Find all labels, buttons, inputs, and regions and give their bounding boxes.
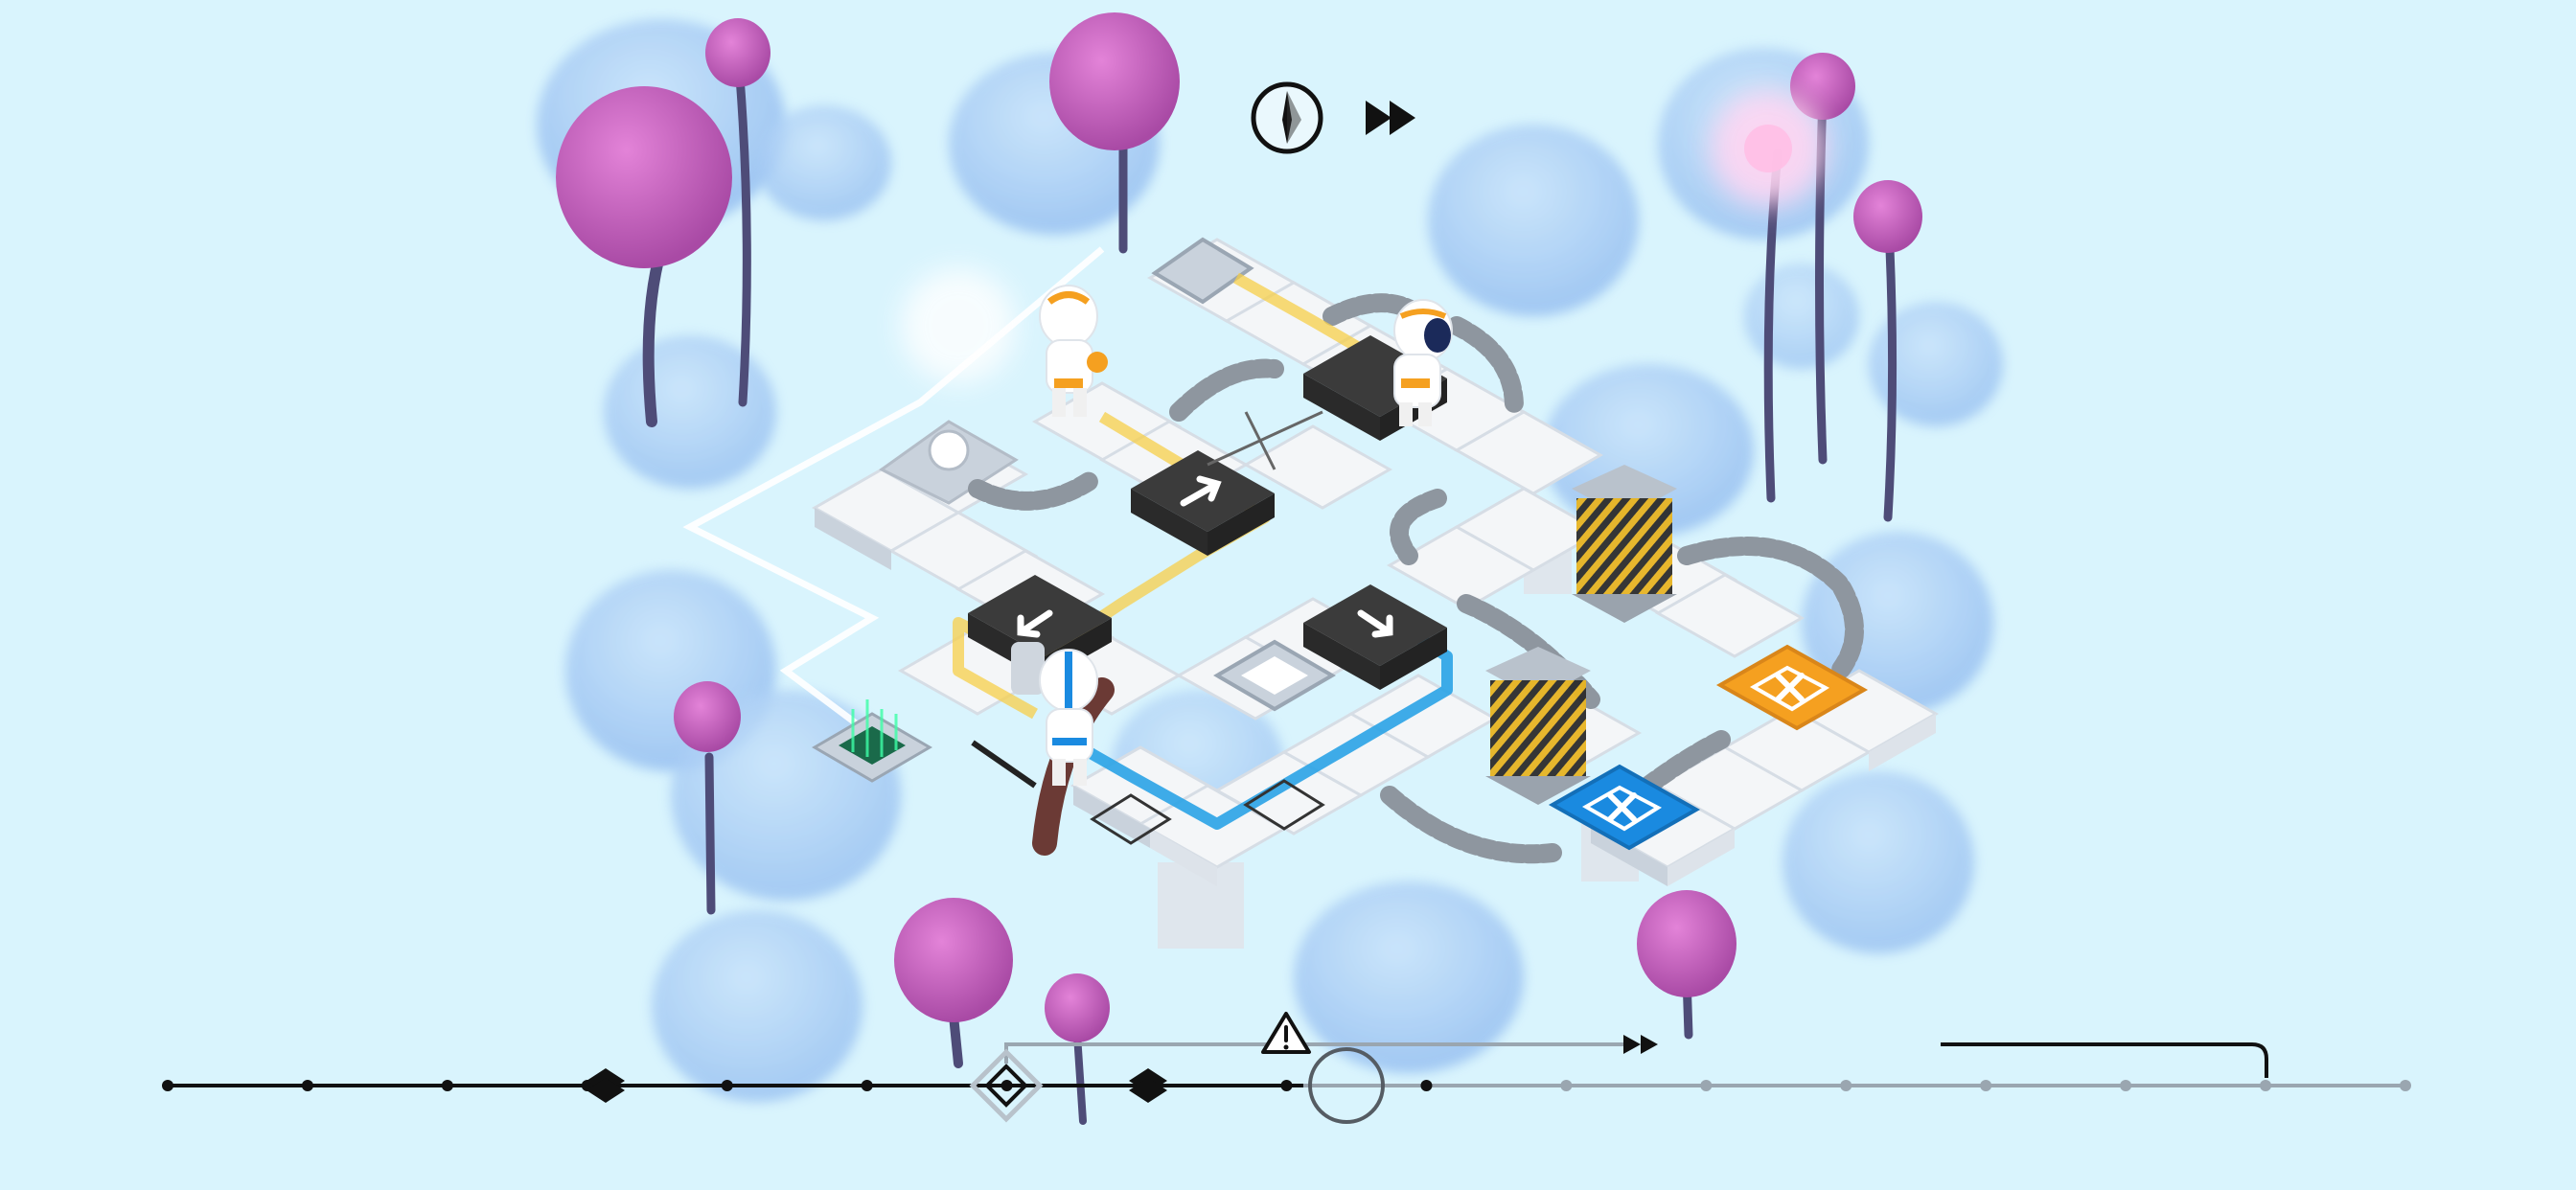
lever-rod bbox=[971, 740, 1037, 789]
warning-marker[interactable] bbox=[1261, 1012, 1311, 1054]
orange-exit-pad[interactable] bbox=[1715, 644, 1869, 731]
timeline-step[interactable] bbox=[162, 1080, 173, 1091]
timeline-step[interactable] bbox=[1280, 1080, 1293, 1091]
fast-forward-button[interactable] bbox=[1366, 101, 1415, 135]
pink-bulb bbox=[1045, 973, 1110, 1042]
timeline-step[interactable] bbox=[721, 1080, 733, 1091]
floor-tile[interactable] bbox=[1242, 424, 1393, 510]
pink-bulb bbox=[1853, 180, 1922, 253]
tile-side bbox=[1668, 829, 1735, 886]
pink-bulb bbox=[1049, 12, 1180, 150]
fast-forward-icon bbox=[1366, 101, 1415, 135]
tile-side bbox=[1073, 786, 1150, 848]
checkpoint-marker[interactable] bbox=[586, 1068, 625, 1103]
bush bbox=[1744, 263, 1859, 369]
astronaut-orange[interactable] bbox=[1039, 285, 1108, 417]
conveyor-tube bbox=[1380, 786, 1562, 864]
timeline-step[interactable] bbox=[861, 1080, 873, 1091]
teleporter[interactable] bbox=[682, 246, 1105, 783]
tile-side bbox=[815, 508, 891, 570]
x-icon bbox=[1607, 792, 1637, 822]
conveyor-tube bbox=[1447, 316, 1524, 417]
blue-exit-pad[interactable] bbox=[1548, 764, 1701, 851]
timeline-step[interactable] bbox=[1560, 1080, 1573, 1091]
arrow-down-icon bbox=[1357, 609, 1393, 638]
pink-bulb bbox=[1790, 53, 1855, 120]
x-icon bbox=[1775, 673, 1805, 702]
light-glow bbox=[901, 268, 1016, 383]
timeline-step[interactable] bbox=[2400, 1080, 2411, 1091]
checkpoint-diamond[interactable] bbox=[969, 1048, 1044, 1123]
timeline-step[interactable] bbox=[441, 1080, 453, 1091]
bush bbox=[1869, 302, 2003, 426]
tree-stem bbox=[949, 1011, 963, 1068]
tree-stem bbox=[704, 752, 716, 915]
hazard-cage bbox=[1572, 465, 1677, 623]
arrow-up-icon bbox=[1180, 475, 1222, 507]
checkpoint-marker[interactable] bbox=[1129, 1068, 1167, 1103]
bush bbox=[1428, 125, 1639, 316]
goal-tile[interactable] bbox=[1151, 237, 1254, 305]
arrow-block-down[interactable] bbox=[1303, 584, 1447, 690]
pink-bulb bbox=[1637, 890, 1736, 997]
floor-tile[interactable] bbox=[1453, 410, 1604, 495]
target-marker bbox=[1090, 793, 1172, 845]
hazard-cage bbox=[1485, 647, 1591, 805]
pink-bulb bbox=[674, 681, 741, 752]
timeline-bar bbox=[162, 1012, 2411, 1124]
dandelion-seed-head bbox=[1744, 125, 1792, 172]
tree-stem bbox=[1073, 1031, 1087, 1125]
floor-tile[interactable] bbox=[1386, 525, 1537, 610]
timeline-step[interactable] bbox=[1700, 1080, 1713, 1091]
tile-side bbox=[1150, 829, 1217, 886]
floor-tile[interactable] bbox=[1654, 573, 1806, 658]
tree-stem bbox=[735, 72, 751, 407]
tile-side bbox=[1869, 714, 1936, 771]
bush bbox=[652, 910, 862, 1102]
tree-stem bbox=[1883, 244, 1898, 522]
pink-bulb bbox=[556, 86, 732, 268]
rewind-branch-active bbox=[1941, 1042, 2268, 1078]
time-control-button[interactable] bbox=[1251, 81, 1323, 154]
conveyor-tube bbox=[1639, 728, 1735, 795]
pressure-plate-top bbox=[1241, 656, 1308, 695]
conveyor-tube bbox=[968, 469, 1102, 511]
astronaut-blue[interactable] bbox=[1011, 642, 1098, 786]
pink-bulb-trees bbox=[556, 12, 1922, 1125]
pink-bulb bbox=[705, 18, 770, 87]
target-marker bbox=[1243, 779, 1325, 831]
arrow-left-icon bbox=[1017, 609, 1053, 638]
conveyor-tube bbox=[1390, 489, 1447, 565]
bush bbox=[604, 335, 776, 489]
rewind-branch bbox=[1004, 1042, 1629, 1064]
timeline-step[interactable] bbox=[2260, 1080, 2272, 1091]
timeline-step[interactable] bbox=[1980, 1080, 1992, 1091]
puzzle-board bbox=[682, 237, 1940, 886]
timeline-step[interactable] bbox=[1420, 1080, 1433, 1091]
switch-button[interactable] bbox=[928, 429, 970, 471]
timeline-step[interactable] bbox=[2120, 1080, 2132, 1091]
rope bbox=[1207, 410, 1323, 467]
bush bbox=[757, 105, 891, 220]
tile-side bbox=[1591, 824, 1668, 886]
rewind-icon bbox=[1623, 1035, 1658, 1054]
conveyor-tube bbox=[1677, 537, 1864, 680]
timeline-step[interactable] bbox=[301, 1080, 313, 1091]
bush bbox=[1782, 771, 1974, 953]
timeline-steps bbox=[162, 1080, 2411, 1091]
astronaut-navy[interactable] bbox=[1393, 299, 1453, 426]
timeline-step[interactable] bbox=[1840, 1080, 1852, 1091]
blue-path bbox=[1061, 607, 1453, 830]
conveyor-tube bbox=[1169, 358, 1284, 422]
playhead[interactable] bbox=[1308, 1047, 1385, 1124]
rewind-marker[interactable] bbox=[1623, 1035, 1658, 1054]
bush bbox=[1294, 881, 1524, 1073]
pink-bulb bbox=[894, 898, 1013, 1022]
arrow-block-up[interactable] bbox=[1131, 450, 1275, 556]
